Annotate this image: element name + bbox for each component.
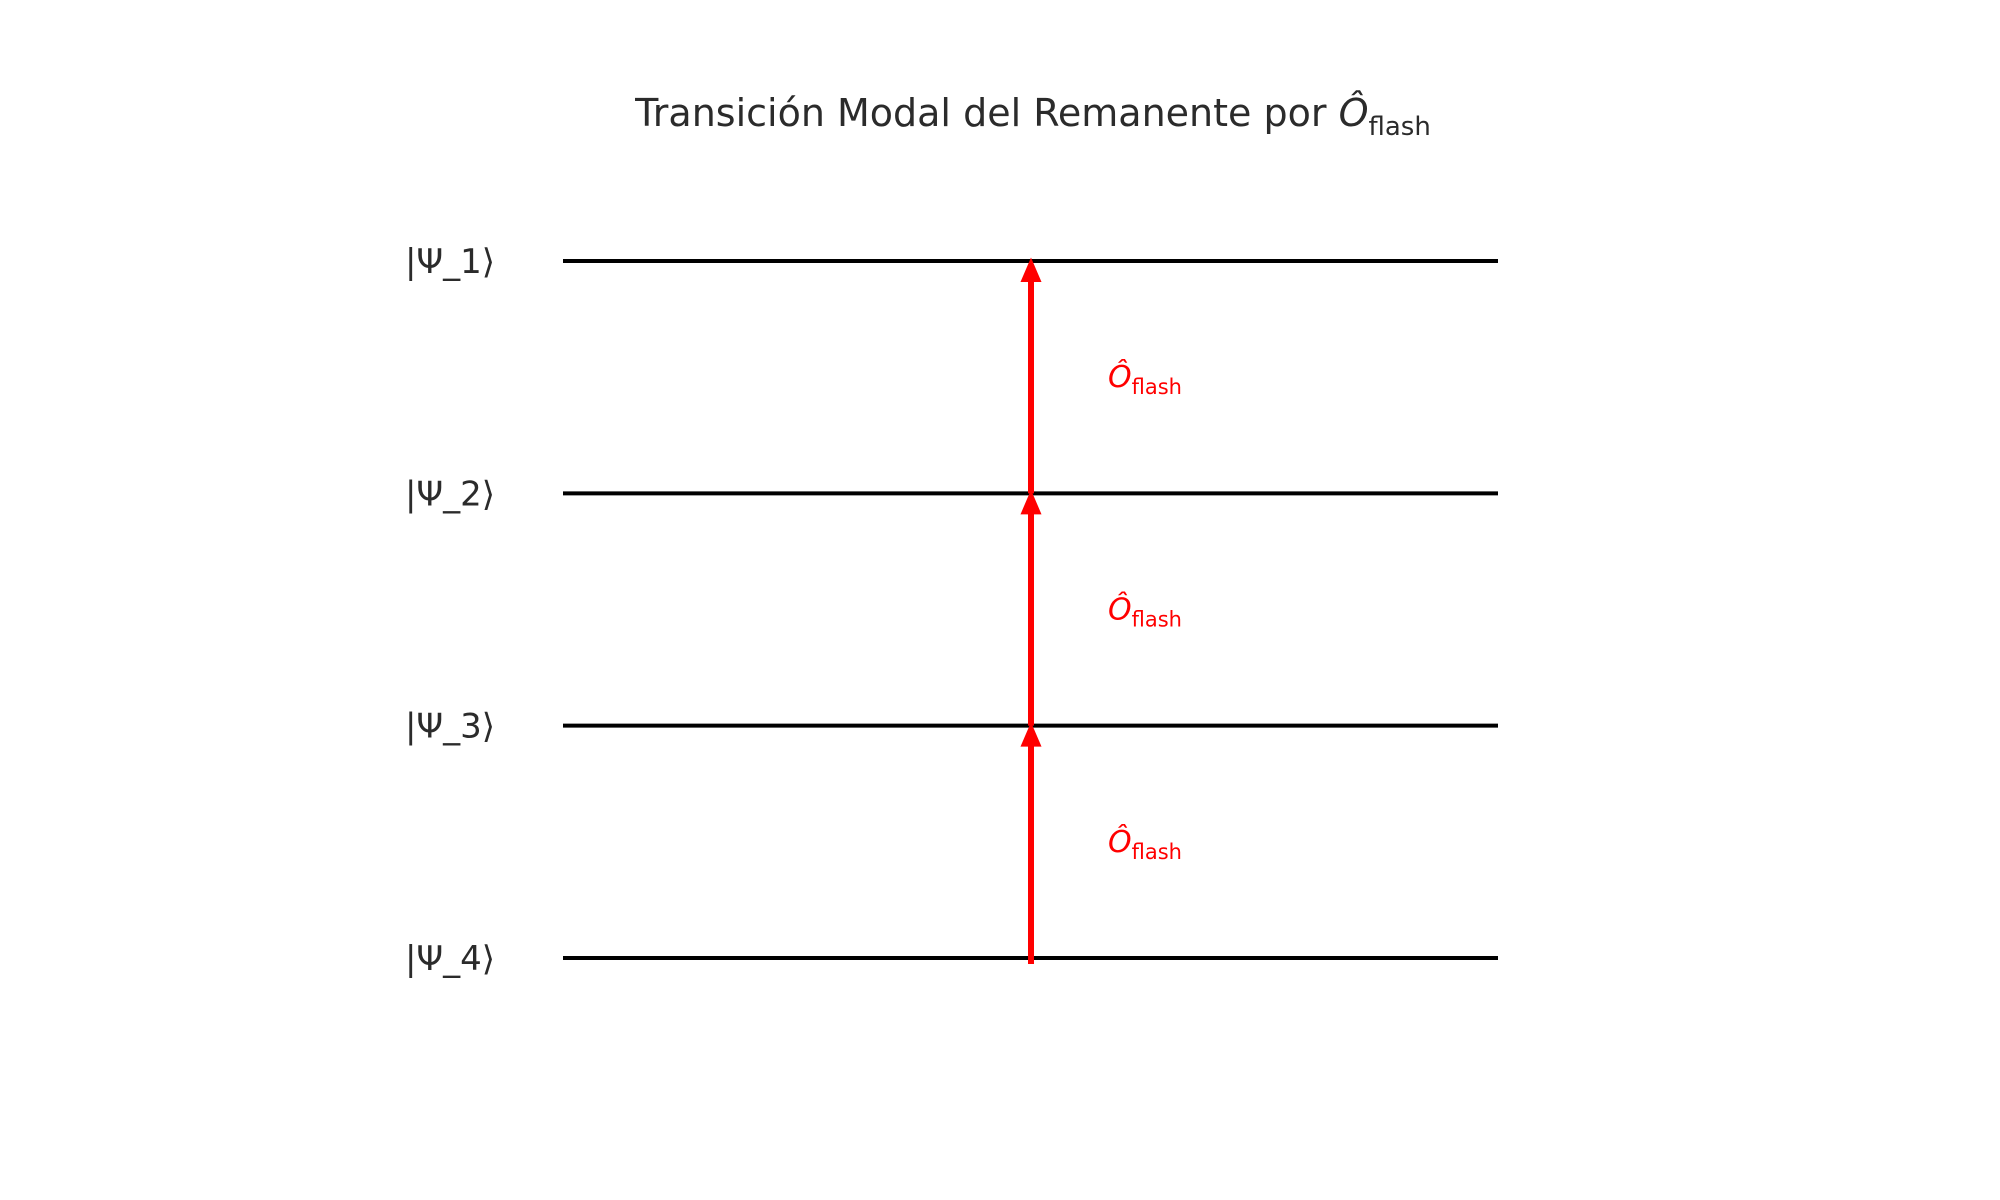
energy-level-label-3: |Ψ_3⟩	[405, 707, 495, 747]
transition-arrow-head-2	[1020, 489, 1042, 515]
diagram-title: Transición Modal del Remanente por Ôflas…	[634, 91, 1431, 142]
transition-operator-label-3: Ôflash	[1108, 358, 1182, 399]
operator-subscript: flash	[1132, 840, 1182, 864]
transition-arrow-head-1	[1020, 722, 1042, 747]
energy-level-label-1: |Ψ_1⟩	[405, 242, 495, 282]
operator-symbol: Ô	[1108, 591, 1132, 628]
title-text: Transición Modal del Remanente por	[634, 91, 1338, 135]
levels-layer: |Ψ_1⟩ |Ψ_2⟩ |Ψ_3⟩ |Ψ_4⟩	[405, 242, 1498, 979]
operator-symbol: Ô	[1108, 823, 1132, 860]
energy-level-label-2: |Ψ_2⟩	[405, 474, 495, 514]
operator-symbol: Ô	[1108, 358, 1132, 395]
energy-level-label-4: |Ψ_4⟩	[405, 939, 495, 979]
operator-subscript: flash	[1132, 608, 1182, 632]
operator-subscript: flash	[1132, 375, 1182, 399]
title-operator-symbol: Ô	[1339, 91, 1369, 135]
transition-operator-label-1: Ôflash	[1108, 823, 1182, 864]
transition-arrow-head-3	[1020, 257, 1042, 282]
title-operator-subscript: flash	[1369, 112, 1431, 142]
transition-operator-label-2: Ôflash	[1108, 591, 1182, 632]
